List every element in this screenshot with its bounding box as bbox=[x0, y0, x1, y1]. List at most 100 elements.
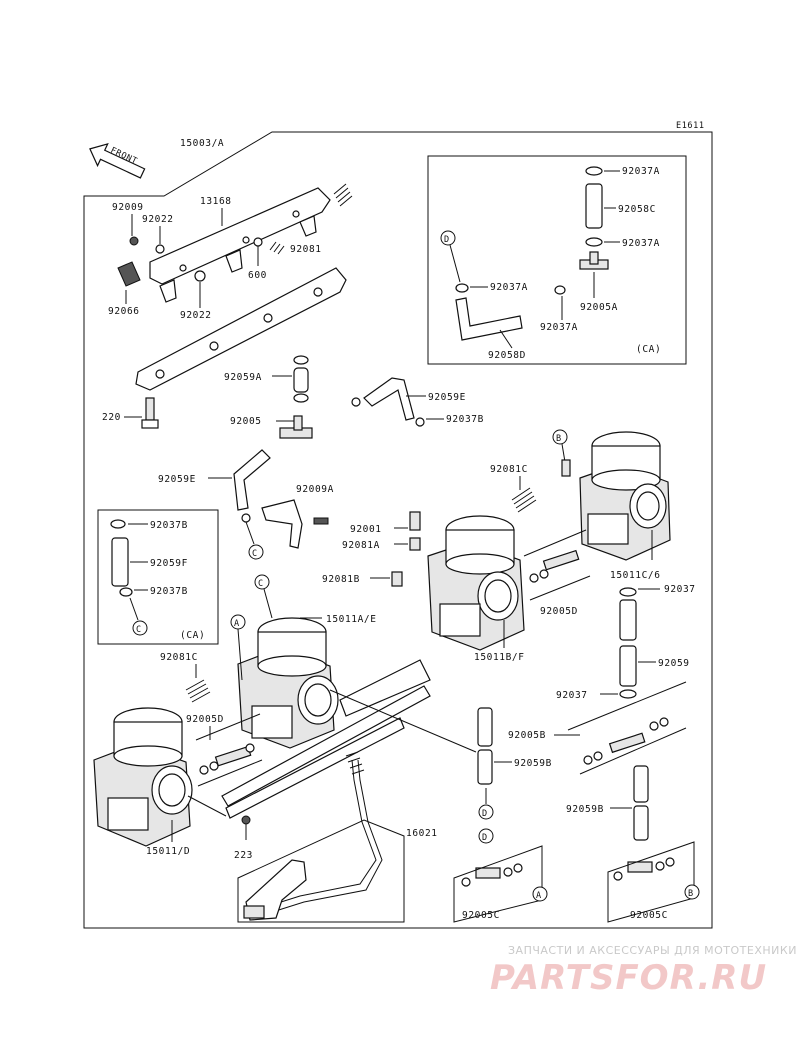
label-92081b: 92081B bbox=[322, 574, 360, 585]
inset-ca-left bbox=[97, 509, 219, 645]
carburetor-15011-d bbox=[93, 707, 193, 847]
pipe-92059-right bbox=[619, 587, 637, 699]
label-600: 600 bbox=[248, 270, 267, 281]
pipe-92059b-right bbox=[633, 765, 649, 841]
pipe-92059a bbox=[293, 355, 309, 403]
label-92059a: 92059A bbox=[224, 372, 262, 383]
label-16021: 16021 bbox=[406, 828, 438, 839]
label-92022-b: 92022 bbox=[180, 310, 212, 321]
label-92059b-right: 92059B bbox=[566, 804, 604, 815]
label-92081a: 92081A bbox=[342, 540, 380, 551]
fitting-92005c-mid bbox=[461, 863, 523, 887]
ref-b-label: B bbox=[556, 434, 562, 444]
label-92037b-inset-2: 92037B bbox=[150, 586, 188, 597]
label-92005c-mid: 92005C bbox=[462, 910, 500, 921]
ref-d-marker-2 bbox=[478, 828, 494, 844]
front-arrow-icon bbox=[89, 142, 146, 179]
carburetor-15011b-f bbox=[427, 515, 525, 651]
label-92037a-1: 92037A bbox=[622, 166, 660, 177]
label-92037a-3: 92037A bbox=[490, 282, 528, 293]
label-92005c-right: 92005C bbox=[630, 910, 668, 921]
bracket-plate bbox=[135, 267, 347, 391]
clamp-icon bbox=[415, 417, 425, 427]
pin-600 bbox=[253, 237, 263, 266]
ref-d-marker-1 bbox=[478, 804, 494, 820]
label-92005d-right: 92005D bbox=[540, 606, 578, 617]
inset-ca-left-parts bbox=[110, 519, 133, 597]
diagram-code: E1611 bbox=[676, 121, 705, 131]
ref-b-label-2: B bbox=[688, 889, 694, 899]
watermark-logo: PARTSFOR.RU bbox=[490, 958, 768, 998]
label-223: 223 bbox=[234, 850, 253, 861]
bracket-92009a bbox=[261, 499, 329, 549]
label-92001: 92001 bbox=[350, 524, 382, 535]
spring-92081 bbox=[269, 241, 285, 255]
washer-92022-b bbox=[194, 270, 206, 282]
spring-92081b bbox=[391, 571, 403, 587]
label-92005: 92005 bbox=[230, 416, 262, 427]
cable-16021 bbox=[243, 751, 383, 921]
joint-92005d-left bbox=[199, 743, 255, 775]
ref-c-label-2: C bbox=[258, 579, 264, 589]
bolt-92009 bbox=[129, 236, 139, 246]
label-15011-d: 15011/D bbox=[146, 846, 190, 857]
label-13168: 13168 bbox=[200, 196, 232, 207]
inset-ref-d-marker bbox=[440, 230, 456, 246]
ref-c-label: C bbox=[252, 549, 258, 559]
label-92005b: 92005B bbox=[508, 730, 546, 741]
label-92059e-top: 92059E bbox=[428, 392, 466, 403]
holder-plate bbox=[149, 187, 331, 303]
spring-92081c-top bbox=[511, 459, 571, 513]
ref-b-marker bbox=[552, 429, 568, 445]
clamp-icon bbox=[351, 397, 361, 407]
spring-92081c-left bbox=[185, 679, 211, 703]
inset-ca-left-note: (CA) bbox=[180, 630, 205, 641]
label-92081c-top: 92081C bbox=[490, 464, 528, 475]
inset-ca-top-note: (CA) bbox=[636, 344, 661, 355]
ref-c-marker-2 bbox=[254, 574, 270, 590]
washer-92022-a bbox=[155, 244, 165, 254]
label-92037-right-2: 92037 bbox=[556, 690, 588, 701]
hose-92059e-top bbox=[363, 377, 415, 421]
label-220: 220 bbox=[102, 412, 121, 423]
label-92005a: 92005A bbox=[580, 302, 618, 313]
inset-ref-c-marker bbox=[132, 620, 148, 636]
fitting-92005c-right bbox=[613, 857, 675, 881]
tee-92005 bbox=[279, 415, 313, 439]
label-15003a: 15003/A bbox=[180, 138, 224, 149]
inset-ref-d-label: D bbox=[444, 235, 450, 245]
spring-92081a bbox=[409, 537, 421, 551]
ref-c-marker bbox=[248, 544, 264, 560]
label-92059b-mid: 92059B bbox=[514, 758, 552, 769]
label-92081: 92081 bbox=[290, 244, 322, 255]
carburetor-15011c-6 bbox=[579, 431, 671, 561]
ref-a-label-2: A bbox=[234, 619, 240, 629]
label-92037-right: 92037 bbox=[664, 584, 696, 595]
label-15011a-e: 15011A/E bbox=[326, 614, 377, 625]
ref-b-marker-2 bbox=[684, 884, 700, 900]
label-92059f: 92059F bbox=[150, 558, 188, 569]
label-92037a-4: 92037A bbox=[540, 322, 578, 333]
ref-d-label-2: D bbox=[482, 833, 488, 843]
label-92009: 92009 bbox=[112, 202, 144, 213]
label-92022-a: 92022 bbox=[142, 214, 174, 225]
screw-223 bbox=[241, 815, 251, 840]
spring-92081-top bbox=[333, 183, 353, 207]
watermark-caption: ЗАПЧАСТИ И АКСЕССУАРЫ ДЛЯ МОТОТЕХНИКИ bbox=[508, 944, 797, 957]
bolt-220 bbox=[141, 397, 159, 429]
label-92009a: 92009A bbox=[296, 484, 334, 495]
label-92059e-left: 92059E bbox=[158, 474, 196, 485]
inset-ref-c-label: C bbox=[136, 625, 142, 635]
pipe-92059b-mid bbox=[477, 707, 493, 785]
joint-92005d-right bbox=[529, 549, 580, 583]
label-92058d: 92058D bbox=[488, 350, 526, 361]
label-15011b-f: 15011B/F bbox=[474, 652, 525, 663]
label-92081c-left: 92081C bbox=[160, 652, 198, 663]
ref-d-label-1: D bbox=[482, 809, 488, 819]
label-92066: 92066 bbox=[108, 306, 140, 317]
label-15011c-6: 15011C/6 bbox=[610, 570, 661, 581]
carburetor-15011a-e bbox=[237, 617, 339, 749]
label-92037b-mid: 92037B bbox=[446, 414, 484, 425]
rubber-92066 bbox=[117, 261, 141, 287]
